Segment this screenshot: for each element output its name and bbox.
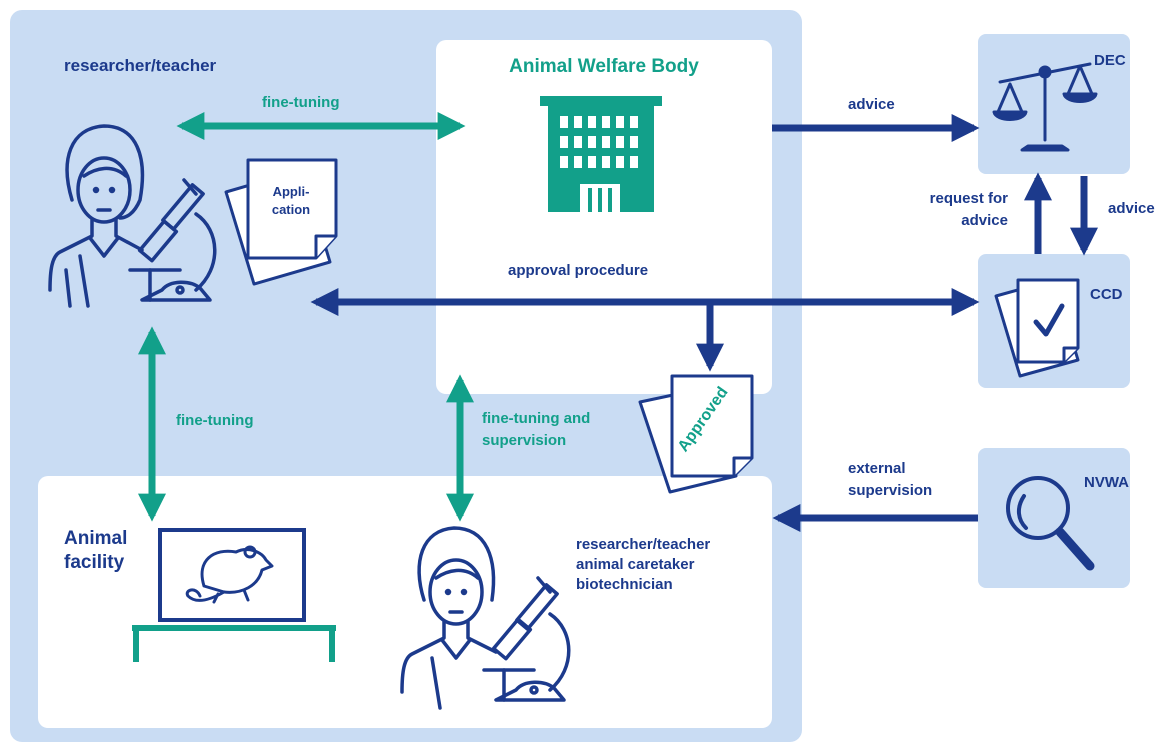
fine-tuning-supervision-label-1: fine-tuning and [482, 410, 591, 427]
advice-label: advice [848, 96, 895, 113]
staff-label-3: biotechnician [576, 576, 673, 593]
researcher-icon [48, 124, 145, 308]
microscope-icon [128, 178, 217, 302]
fine-tuning-top-label: fine-tuning [262, 94, 340, 111]
ccd-label: CCD [1090, 286, 1123, 303]
building-icon [540, 96, 662, 212]
animal-facility-label-1: Animal [64, 528, 128, 549]
external-supervision-label-2: supervision [848, 482, 933, 499]
approved-document-icon [638, 374, 754, 494]
fine-tuning-left-label: fine-tuning [176, 412, 254, 429]
animal-facility-label-2: facility [64, 552, 125, 573]
document-icon [224, 158, 338, 286]
rat-icon [185, 545, 274, 604]
advice-right-label: advice [1108, 200, 1155, 217]
application-label-1: Appli- [272, 184, 310, 199]
request-for-advice-label-1: request for [929, 190, 1008, 207]
request-for-advice-label-2: advice [961, 212, 1008, 229]
checked-documents-icon [994, 278, 1080, 378]
researcher-teacher-label: researcher/teacher [64, 56, 217, 75]
external-supervision-label-1: external [848, 460, 906, 477]
fine-tuning-supervision-label-2: supervision [482, 432, 567, 449]
cage-icon [132, 528, 336, 662]
approval-procedure-label: approval procedure [508, 262, 649, 279]
staff-label-2: animal caretaker [576, 556, 695, 573]
nvwa-panel [978, 448, 1130, 588]
staff-label-1: researcher/teacher [576, 536, 711, 553]
dec-label: DEC [1094, 52, 1126, 69]
scales-icon [992, 62, 1098, 152]
application-label-2: cation [271, 202, 311, 217]
researcher-icon-bottom [400, 526, 498, 710]
magnifier-icon [1006, 476, 1095, 571]
nvwa-label: NVWA [1084, 474, 1129, 491]
animal-welfare-body-title: Animal Welfare Body [509, 56, 699, 77]
microscope-icon-bottom [482, 576, 571, 702]
